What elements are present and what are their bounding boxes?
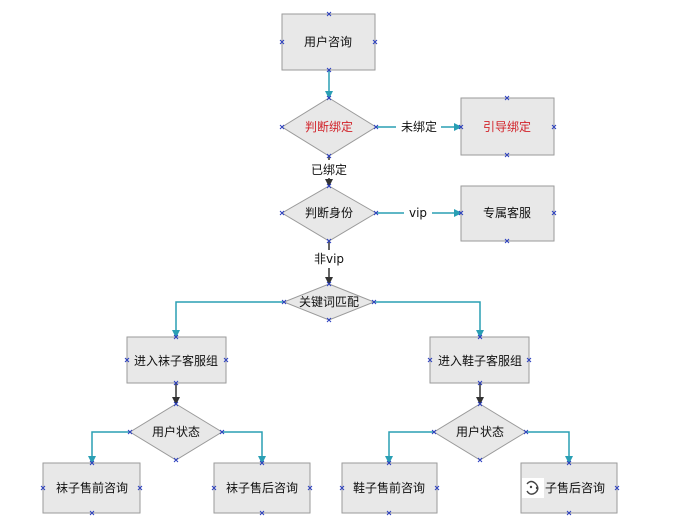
node-judge-identity-label: 判断身份	[305, 205, 353, 220]
handle-mark	[326, 153, 332, 159]
node-sock-aftersale[interactable]: 袜子售后咨询	[213, 462, 311, 514]
handle-mark	[89, 460, 95, 466]
node-sock-presale[interactable]: 袜子售前咨询	[42, 462, 141, 514]
node-guide-binding-label: 引导绑定	[483, 119, 531, 134]
handle-mark	[566, 510, 572, 516]
watermark-icon	[522, 478, 544, 498]
handle-mark	[173, 457, 179, 463]
node-judge-binding[interactable]: 判断绑定	[281, 97, 377, 157]
handle-mark	[281, 299, 287, 305]
node-sock-presale-label: 袜子售前咨询	[56, 480, 128, 495]
handle-mark	[431, 429, 437, 435]
handle-mark	[504, 152, 510, 158]
handle-mark	[372, 39, 378, 45]
handle-mark	[279, 124, 285, 130]
node-sock-aftersale-label: 袜子售后咨询	[226, 480, 298, 495]
handle-mark	[504, 238, 510, 244]
handle-mark	[477, 401, 483, 407]
handle-mark	[373, 124, 379, 130]
handle-mark	[223, 357, 229, 363]
handle-mark	[458, 210, 464, 216]
handle-mark	[551, 210, 557, 216]
node-user-status-right-label: 用户状态	[456, 424, 504, 439]
node-keyword-match-label: 关键词匹配	[299, 295, 359, 309]
handle-mark	[427, 357, 433, 363]
node-shoe-presale-label: 鞋子售前咨询	[353, 480, 425, 495]
edge-status-right-to-shoe-aftersale	[526, 431, 573, 464]
node-judge-binding-label: 判断绑定	[305, 119, 353, 134]
node-shoe-presale[interactable]: 鞋子售前咨询	[341, 462, 438, 514]
handle-mark	[339, 485, 345, 491]
handle-mark	[307, 485, 313, 491]
handle-mark	[371, 299, 377, 305]
handle-mark	[551, 124, 557, 130]
label-bound: 已绑定	[311, 162, 347, 177]
handle-mark	[386, 510, 392, 516]
node-user-status-left[interactable]: 用户状态	[129, 403, 223, 461]
handle-mark	[40, 485, 46, 491]
handle-mark	[173, 401, 179, 407]
handle-mark	[137, 485, 143, 491]
node-keyword-match[interactable]: 关键词匹配	[282, 283, 376, 321]
label-not-bound: 未绑定	[401, 119, 437, 134]
node-user-status-right[interactable]: 用户状态	[433, 403, 527, 461]
node-dedicated-service[interactable]: 专属客服	[460, 185, 555, 242]
edge-status-right-to-shoe-presale	[385, 431, 434, 464]
handle-mark	[326, 95, 332, 101]
handle-mark	[124, 357, 130, 363]
handle-mark	[211, 485, 217, 491]
node-shoe-group[interactable]: 进入鞋子客服组	[429, 336, 530, 384]
handle-mark	[326, 317, 332, 323]
handle-mark	[477, 380, 483, 386]
handle-mark	[458, 124, 464, 130]
node-sock-group[interactable]: 进入袜子客服组	[126, 336, 227, 384]
handle-mark	[173, 334, 179, 340]
handle-mark	[259, 510, 265, 516]
handle-mark	[279, 210, 285, 216]
node-user-status-left-label: 用户状态	[152, 424, 200, 439]
handle-mark	[326, 67, 332, 73]
node-judge-identity[interactable]: 判断身份	[281, 185, 377, 242]
handle-mark	[326, 183, 332, 189]
handle-mark	[219, 429, 225, 435]
node-user-consult[interactable]: 用户咨询	[281, 13, 376, 71]
edge-keyword-to-sock-group	[172, 301, 284, 338]
handle-mark	[326, 11, 332, 17]
node-user-consult-label: 用户咨询	[304, 34, 352, 49]
handle-mark	[566, 460, 572, 466]
node-shoe-aftersale-label: 子售后咨询	[545, 480, 605, 495]
label-vip: vip	[409, 206, 427, 220]
handle-mark	[523, 429, 529, 435]
node-guide-binding[interactable]: 引导绑定	[460, 97, 555, 156]
handle-mark	[89, 510, 95, 516]
connection-handles	[40, 11, 620, 516]
handle-mark	[504, 95, 510, 101]
edges	[88, 70, 573, 464]
handle-mark	[434, 485, 440, 491]
handle-mark	[279, 39, 285, 45]
handle-mark	[326, 281, 332, 287]
handle-mark	[526, 357, 532, 363]
node-shoe-group-label: 进入鞋子客服组	[438, 353, 522, 368]
handle-mark	[373, 210, 379, 216]
node-dedicated-service-label: 专属客服	[483, 205, 531, 220]
handle-mark	[614, 485, 620, 491]
node-sock-group-label: 进入袜子客服组	[134, 353, 218, 368]
handle-mark	[477, 334, 483, 340]
label-non-vip: 非vip	[314, 252, 344, 266]
handle-mark	[386, 460, 392, 466]
handle-mark	[173, 380, 179, 386]
edge-labels: 未绑定 已绑定 vip 非vip	[305, 118, 441, 268]
handle-mark	[259, 460, 265, 466]
handle-mark	[326, 238, 332, 244]
handle-mark	[477, 457, 483, 463]
handle-mark	[127, 429, 133, 435]
edge-status-left-to-sock-aftersale	[222, 431, 266, 464]
edge-status-left-to-sock-presale	[88, 431, 130, 464]
edge-keyword-to-shoe-group	[374, 301, 484, 338]
